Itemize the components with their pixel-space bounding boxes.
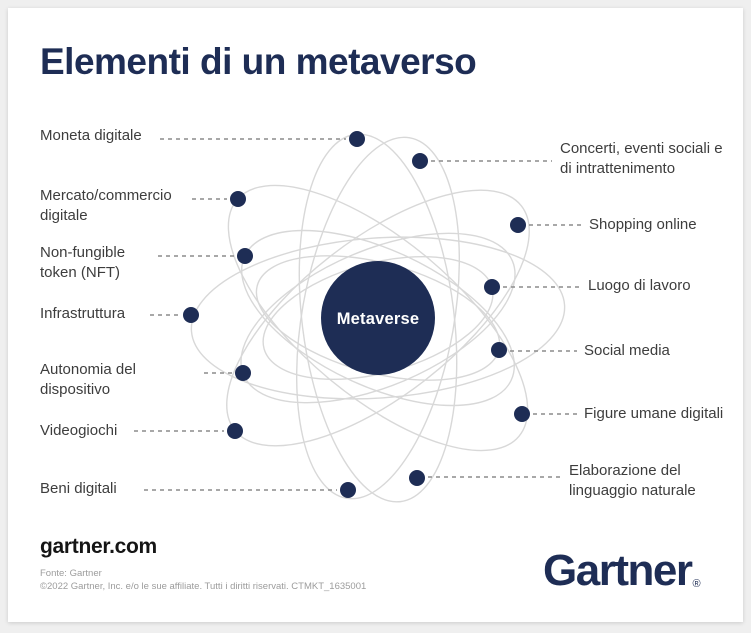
metaverse-center-circle (321, 261, 435, 375)
dot-shopping-online (510, 217, 526, 233)
dot-nft (237, 248, 253, 264)
dot-social-media (491, 342, 507, 358)
dot-infrastruttura (183, 307, 199, 323)
dot-concerti (412, 153, 428, 169)
copyright-text: ©2022 Gartner, Inc. e/o le sue affiliate… (40, 581, 367, 592)
dot-elaborazione (409, 470, 425, 486)
registered-trademark-icon: ® (692, 578, 700, 590)
label-nft: Non-fungible token (NFT) (40, 244, 126, 281)
label-figure-umane: Figure umane digitali (584, 405, 724, 422)
dot-luogo-di-lavoro (484, 279, 500, 295)
label-videogiochi: Videogiochi (40, 422, 118, 439)
label-mercato: Mercato/commercio digitale (40, 187, 172, 224)
label-concerti: Concerti, eventi sociali e di intratteni… (560, 140, 723, 177)
leader-lines (134, 138, 581, 491)
label-autonomia: Autonomia del dispositivo (40, 361, 136, 398)
dot-mercato (230, 191, 246, 207)
gartner-logo: Gartner® (543, 546, 700, 596)
dot-moneta-digitale (349, 131, 365, 147)
orbit-ellipse (190, 236, 566, 400)
dot-figure-umane (514, 406, 530, 422)
label-social-media: Social media (584, 342, 670, 359)
label-moneta-digitale: Moneta digitale (40, 127, 142, 144)
gartner-site-text: gartner.com (40, 535, 157, 558)
label-beni-digitali: Beni digitali (40, 480, 117, 497)
element-dots (183, 131, 530, 498)
source-text: Fonte: Gartner (40, 568, 102, 579)
dot-beni-digitali (340, 482, 356, 498)
label-infrastruttura: Infrastruttura (40, 305, 126, 322)
metaverse-center-label: Metaverse (337, 310, 420, 328)
dot-autonomia (235, 365, 251, 381)
dot-videogiochi (227, 423, 243, 439)
orbit-ellipse (295, 136, 461, 500)
gartner-logo-text: Gartner (543, 546, 693, 595)
label-elaborazione: Elaborazione del linguaggio naturale (569, 462, 696, 499)
label-luogo-di-lavoro: Luogo di lavoro (588, 277, 691, 294)
page-title: Elementi di un metaverso (40, 41, 477, 82)
label-shopping-online: Shopping online (589, 216, 697, 233)
